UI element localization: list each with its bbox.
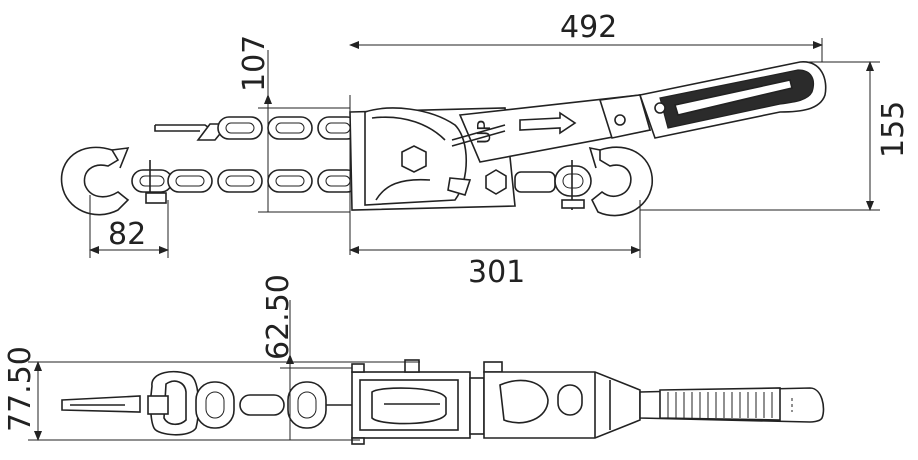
dim-492-label: 492 (560, 10, 617, 45)
left-clevis (131, 160, 173, 204)
top-body (351, 359, 503, 445)
dim-chain-height: 107 (237, 35, 350, 213)
dim-155-label: 155 (876, 101, 911, 158)
dim-body-length: 301 (349, 200, 641, 290)
top-chain (195, 381, 352, 429)
dim-301-label: 301 (468, 255, 525, 290)
top-left-hook (61, 395, 141, 413)
upper-chain (154, 116, 359, 141)
top-lever (483, 371, 641, 439)
dim-overall-length: 492 (349, 10, 823, 255)
right-hook (588, 146, 653, 217)
dim-82-label: 82 (108, 217, 146, 252)
dim-77-50-label: 77.50 (3, 346, 38, 432)
dim-107-label: 107 (237, 35, 272, 92)
top-shackle (147, 370, 200, 436)
top-view: 62.50 77.50 (3, 274, 825, 445)
handle-grip (638, 61, 827, 139)
left-hook (60, 146, 130, 216)
top-handle (639, 387, 825, 423)
lever-arm: UP (451, 94, 652, 163)
hex-bolt-lower (485, 169, 507, 195)
lower-chain (167, 169, 359, 193)
dim-top-width: 77.50 (3, 346, 420, 441)
dim-62-50-label: 62.50 (261, 274, 296, 360)
dim-height: 155 (640, 61, 911, 211)
dim-top-height: 62.50 (261, 274, 352, 440)
dim-hook-width: 82 (89, 195, 169, 258)
up-label: UP (474, 120, 495, 144)
hex-bolt (401, 145, 427, 173)
ratchet-body (349, 107, 516, 211)
right-clevis (514, 160, 592, 210)
side-view: UP 492 (60, 10, 911, 290)
